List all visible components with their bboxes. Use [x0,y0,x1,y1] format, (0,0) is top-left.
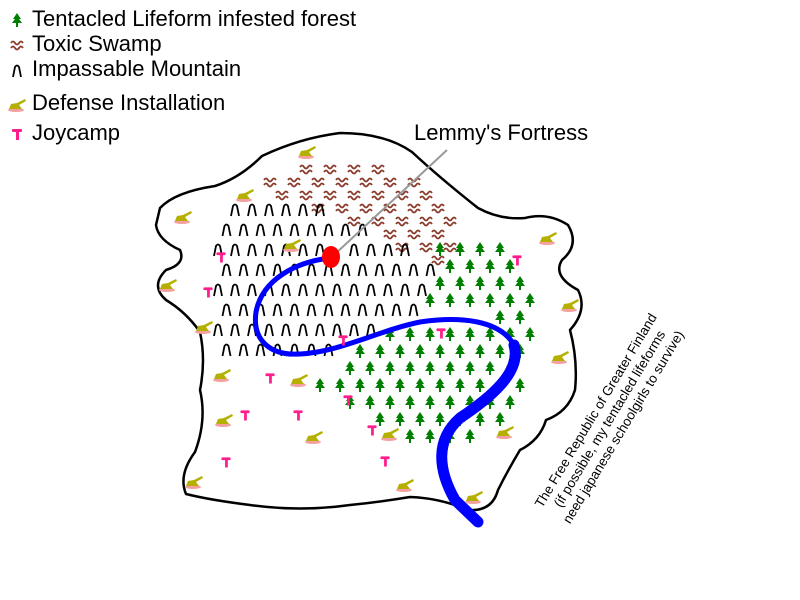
swamp-icon [10,40,24,51]
legend-label: Impassable Mountain [32,56,242,81]
legend-item-defense: Defense Installation [6,90,225,116]
legend-item-joycamp: Joycamp [6,120,120,146]
lemmys-fortress-marker[interactable] [322,246,340,268]
legend-item-forest: Tentacled Lifeform infested forest [6,6,356,32]
legend-label: Joycamp [32,120,121,145]
legend-item-swamp: Toxic Swamp [6,31,162,57]
fortress-label: Lemmy's Fortress [414,120,589,145]
joycamp-icon [12,129,22,140]
legend-label: Toxic Swamp [32,31,162,56]
tree-icon [12,13,22,27]
river-lower [436,339,521,528]
mountain-icon [12,64,22,78]
tank-icon [8,99,26,112]
legend-label: Tentacled Lifeform infested forest [32,6,357,31]
fortress-pointer [333,149,448,256]
legend-item-mountain: Impassable Mountain [6,56,241,82]
river [252,255,517,357]
legend-label: Defense Installation [32,90,226,115]
country-outline [154,131,583,512]
